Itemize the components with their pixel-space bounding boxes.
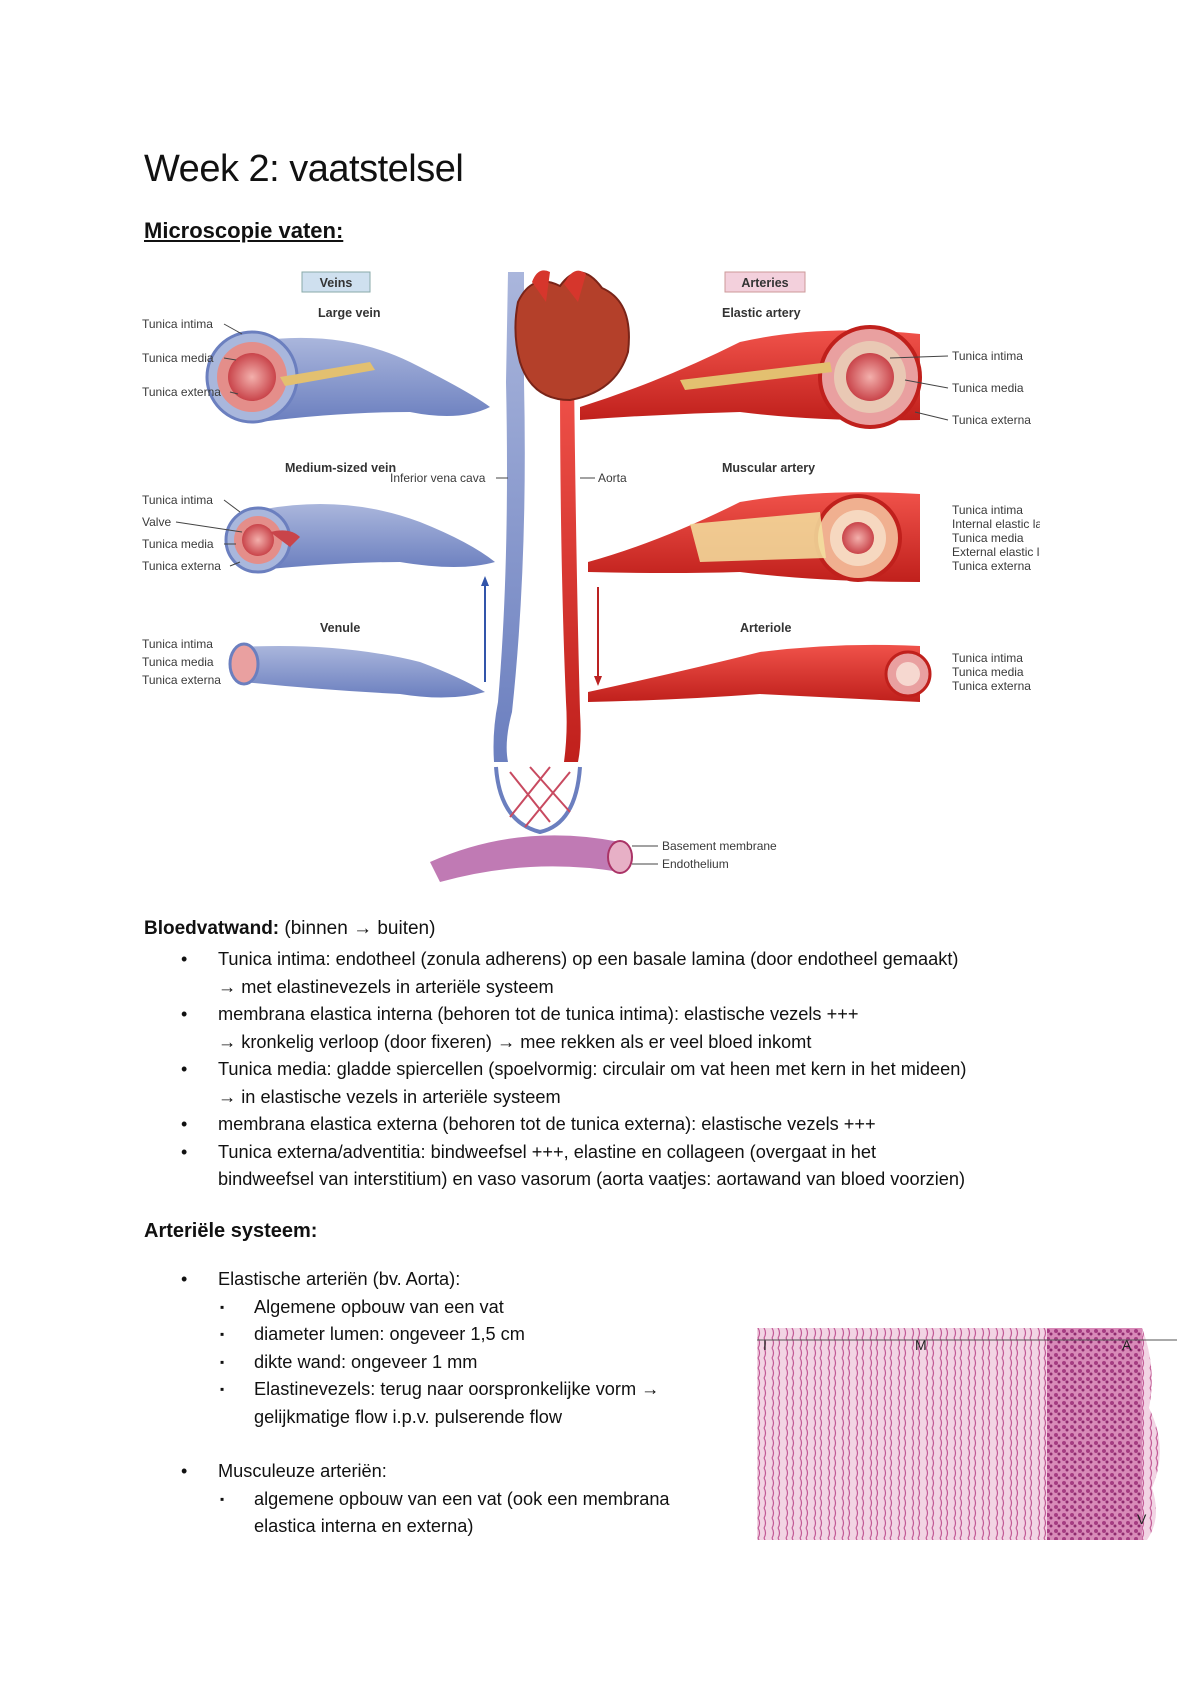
venule-body bbox=[240, 646, 485, 698]
arteries-header: Arteries bbox=[741, 276, 788, 290]
page-title: Week 2: vaatstelsel bbox=[144, 148, 464, 190]
section-heading-microscopie: Microscopie vaten: bbox=[144, 218, 344, 243]
histology-label-m: M bbox=[915, 1337, 927, 1353]
large-vein-body bbox=[250, 337, 490, 422]
list-item-muscul: Musculeuze arteriën: algemene opbouw van… bbox=[144, 1458, 670, 1541]
medium-vein-body bbox=[250, 504, 495, 570]
svg-text:Tunica media: Tunica media bbox=[142, 537, 214, 551]
aorta-histology-image: I M A V bbox=[757, 1328, 1177, 1540]
bloedvatwand-list: Tunica intima: endotheel (zonula adheren… bbox=[144, 946, 966, 1194]
list-item: membrana elastica externa (behoren tot d… bbox=[144, 1111, 966, 1139]
svg-text:Tunica intima: Tunica intima bbox=[142, 637, 213, 651]
svg-text:Tunica media: Tunica media bbox=[142, 351, 214, 365]
muscular-artery-title: Muscular artery bbox=[722, 461, 815, 475]
basement-membrane-label: Basement membrane bbox=[662, 839, 777, 853]
arteriole-body bbox=[588, 644, 920, 702]
arteries-header-box bbox=[724, 271, 806, 293]
vessel-diagram: Veins Arteries Basement membrane Endothe… bbox=[142, 270, 1040, 882]
histology-label-a: A bbox=[1122, 1337, 1132, 1353]
bloedvatwand-heading: Bloedvatwand: (binnen → buiten) bbox=[144, 918, 435, 940]
inferior-vena-cava-vessel bbox=[493, 272, 525, 762]
histology-label-i: I bbox=[763, 1337, 767, 1353]
histology-label-v: V bbox=[1137, 1511, 1147, 1527]
svg-text:Tunica media: Tunica media bbox=[142, 655, 214, 669]
veins-header-box bbox=[301, 271, 371, 293]
capillary-tube bbox=[430, 835, 620, 882]
sub-item: Elastinevezels: terug naar oorspronkelij… bbox=[218, 1376, 670, 1431]
svg-text:Valve: Valve bbox=[142, 515, 171, 529]
sub-item: Algemene opbouw van een vat bbox=[218, 1294, 670, 1322]
arterieel-heading: Arteriële systeem: bbox=[144, 1220, 318, 1242]
bloedvatwand-title: Bloedvatwand: bbox=[144, 918, 280, 939]
svg-text:Tunica intima: Tunica intima bbox=[952, 349, 1023, 363]
svg-text:Tunica intima: Tunica intima bbox=[952, 651, 1023, 665]
venule-cross-section bbox=[228, 642, 260, 686]
svg-text:Tunica intima: Tunica intima bbox=[952, 503, 1023, 517]
endothelium-label: Endothelium bbox=[662, 857, 729, 871]
sub-item: diameter lumen: ongeveer 1,5 cm bbox=[218, 1321, 670, 1349]
elastic-artery-title: Elastic artery bbox=[722, 306, 801, 320]
inferior-vena-cava-label: Inferior vena cava bbox=[390, 471, 486, 485]
svg-text:Tunica media: Tunica media bbox=[952, 665, 1024, 679]
sub-item: algemene opbouw van een vat (ook een mem… bbox=[218, 1486, 670, 1541]
svg-text:Tunica externa: Tunica externa bbox=[952, 559, 1031, 573]
capillary-bed bbox=[494, 766, 582, 835]
list-item: membrana elastica interna (behoren tot d… bbox=[144, 1001, 966, 1056]
aorta-label: Aorta bbox=[598, 471, 627, 485]
list-item: Tunica intima: endotheel (zonula adheren… bbox=[144, 946, 966, 1001]
arteriole-title: Arteriole bbox=[740, 621, 791, 635]
arterieel-list: Elastische arteriën (bv. Aorta): Algemen… bbox=[144, 1266, 670, 1541]
veins-header: Veins bbox=[320, 276, 353, 290]
medium-vein-title: Medium-sized vein bbox=[285, 461, 396, 475]
svg-text:Tunica intima: Tunica intima bbox=[142, 317, 213, 331]
svg-text:Tunica intima: Tunica intima bbox=[142, 493, 213, 507]
svg-text:Tunica media: Tunica media bbox=[952, 531, 1024, 545]
heart-shape bbox=[514, 271, 630, 402]
svg-text:Tunica media: Tunica media bbox=[952, 381, 1024, 395]
svg-text:Tunica externa: Tunica externa bbox=[142, 673, 221, 687]
svg-text:Tunica externa: Tunica externa bbox=[952, 413, 1031, 427]
sub-item: dikte wand: ongeveer 1 mm bbox=[218, 1349, 670, 1377]
svg-text:External elastic lamina: External elastic lamina bbox=[952, 545, 1040, 559]
list-item: Tunica externa/adventitia: bindweefsel +… bbox=[144, 1139, 966, 1194]
list-item-elastisch: Elastische arteriën (bv. Aorta): Algemen… bbox=[144, 1266, 670, 1431]
elastisch-sublist: Algemene opbouw van een vat diameter lum… bbox=[218, 1294, 670, 1432]
svg-text:Tunica externa: Tunica externa bbox=[142, 559, 221, 573]
large-vein-title: Large vein bbox=[318, 306, 381, 320]
list-item: Tunica media: gladde spiercellen (spoelv… bbox=[144, 1056, 966, 1111]
bloedvatwand-subtitle: (binnen → buiten) bbox=[284, 918, 436, 939]
svg-text:Internal elastic lamina: Internal elastic lamina bbox=[952, 517, 1040, 531]
aorta-vessel bbox=[560, 372, 581, 762]
svg-text:Tunica externa: Tunica externa bbox=[142, 385, 221, 399]
svg-text:Tunica externa: Tunica externa bbox=[952, 679, 1031, 693]
muscul-sublist: algemene opbouw van een vat (ook een mem… bbox=[218, 1486, 670, 1541]
venule-title: Venule bbox=[320, 621, 360, 635]
